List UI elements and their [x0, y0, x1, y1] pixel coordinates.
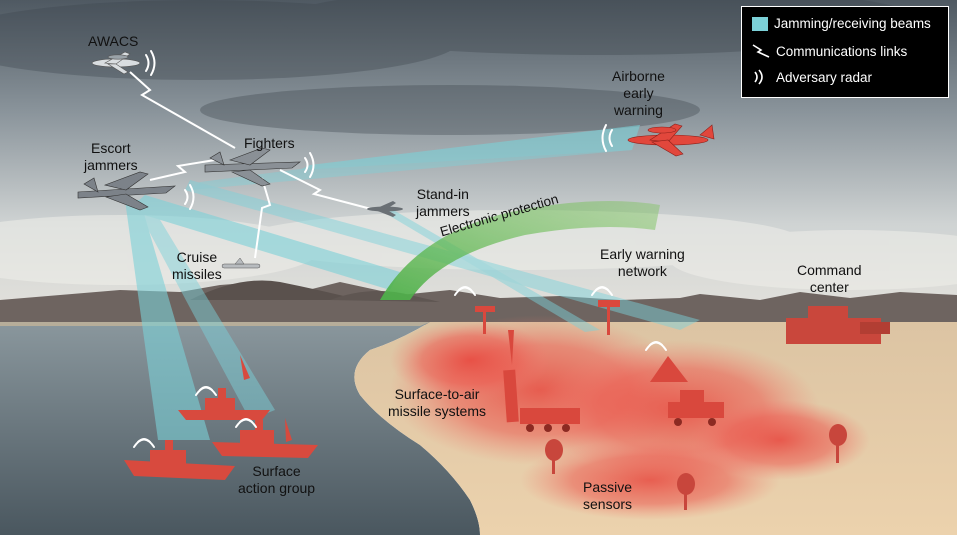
electronic-protection-arc — [380, 201, 660, 300]
passive-sensor-dish — [829, 424, 847, 463]
airborne-early-warning-aircraft — [627, 123, 715, 157]
beam-swatch-icon — [752, 16, 768, 31]
beam-to-airborne-early-warning — [300, 125, 640, 170]
legend-item-adversary-radar: Adversary radar — [752, 69, 872, 85]
label-command-center: Command center — [797, 262, 862, 295]
label-surface-to-air-missile-systems: Surface-to-air missile systems — [388, 386, 487, 419]
label-escort-jammers: Escort jammers — [84, 140, 138, 173]
legend-label: Adversary radar — [776, 69, 873, 85]
label-fighters: Fighters — [244, 135, 295, 151]
stand-in-beam — [380, 208, 600, 332]
communications-links — [129, 71, 376, 259]
label-cruise-missiles: Cruise missiles — [172, 249, 222, 282]
adversary-threat-zone — [390, 315, 870, 520]
surface-ship — [212, 418, 318, 458]
early-warning-tower — [475, 306, 495, 334]
command-center-building — [786, 306, 890, 344]
sam-launcher — [503, 330, 580, 432]
awacs-aircraft — [91, 51, 141, 75]
label-awacs: AWACS — [88, 33, 139, 49]
passive-sensor-dish — [545, 439, 563, 474]
stand-in-jammer-drone — [367, 201, 403, 217]
fighter-jet — [204, 147, 301, 187]
lightning-link-icon — [752, 44, 770, 58]
legend-item-jamming-beams: Jamming/receiving beams — [752, 16, 931, 31]
label-airborne-early-warning: Airborne early warning — [612, 68, 665, 118]
sam-launcher-vehicle — [668, 390, 724, 426]
surface-ship — [124, 440, 235, 480]
beam-to-surface-ships — [125, 200, 210, 440]
legend: Jamming/receiving beams Communications l… — [741, 6, 949, 98]
early-warning-tower — [598, 300, 620, 335]
label-surface-action-group: Surface action group — [238, 463, 316, 496]
sea — [0, 322, 480, 535]
surface-ship — [178, 355, 270, 420]
cruise-missile — [221, 257, 261, 269]
legend-label: Communications links — [776, 43, 908, 59]
label-early-warning-network: Early warning network — [600, 246, 685, 279]
legend-item-communications-links: Communications links — [752, 43, 907, 59]
label-stand-in-jammers: Stand-in jammers — [416, 186, 470, 219]
label-passive-sensors: Passive sensors — [583, 479, 633, 512]
passive-sensor-dish — [677, 473, 695, 510]
radar-shelter — [650, 356, 688, 382]
adversary-radar-waves — [133, 50, 667, 448]
legend-label: Jamming/receiving beams — [774, 16, 931, 31]
escort-jammer-jet — [77, 171, 176, 211]
beam-to-early-warning-network — [128, 195, 400, 290]
radar-waves-icon — [754, 69, 763, 85]
